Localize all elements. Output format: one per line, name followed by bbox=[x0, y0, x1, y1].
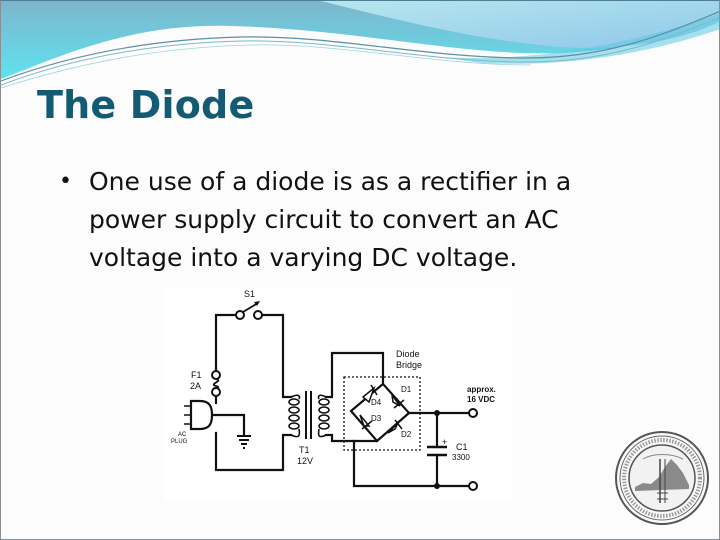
circuit-schematic bbox=[184, 301, 478, 491]
diode-d2-label: D2 bbox=[401, 430, 412, 439]
fuse-rating: 2A bbox=[190, 381, 202, 391]
header-wave-decoration bbox=[1, 1, 719, 89]
transformer-voltage: 12V bbox=[297, 456, 314, 466]
fuse-label: F1 bbox=[191, 370, 202, 380]
diode-d3-label: D3 bbox=[371, 414, 382, 423]
plug-label-line1: AC bbox=[178, 432, 187, 438]
plug-label-line2: PLUG bbox=[171, 439, 188, 445]
output-label-line2: 16 VDC bbox=[467, 395, 496, 404]
capacitor-label: C1 bbox=[456, 442, 468, 452]
output-label-line1: approx. bbox=[467, 385, 496, 394]
capacitor-polarity: + bbox=[442, 437, 448, 447]
diode-d1-label: D1 bbox=[401, 385, 412, 394]
capacitor-value: 3300 bbox=[452, 453, 470, 462]
transformer-label: T1 bbox=[299, 445, 310, 455]
organization-seal-logo bbox=[615, 431, 709, 525]
bullet-marker: • bbox=[59, 169, 72, 194]
slide-title: The Diode bbox=[37, 83, 255, 127]
switch-label: S1 bbox=[244, 289, 256, 299]
bullet-text: One use of a diode is as a rectifier in … bbox=[89, 167, 572, 272]
diode-d4-label: D4 bbox=[371, 398, 382, 407]
bullet-item: • One use of a diode is as a rectifier i… bbox=[59, 163, 619, 277]
bridge-label-line2: Bridge bbox=[396, 360, 423, 370]
bridge-label-line1: Diode bbox=[396, 349, 420, 359]
rectifier-circuit-diagram: S1 F1 2A AC PLUG T1 12V Diode Bridge D1 … bbox=[164, 287, 512, 501]
